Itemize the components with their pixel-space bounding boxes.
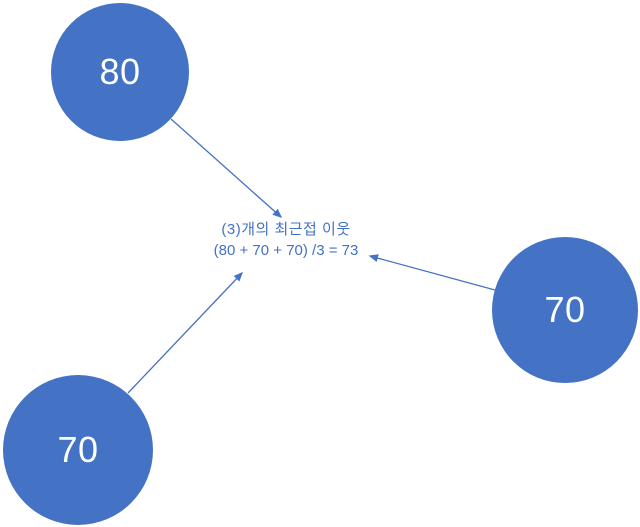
annotation-title: (3)개의 최근접 이웃 [221,221,351,238]
annotation-formula: (80 + 70 + 70) /3 = 73 [213,242,359,259]
arrow-from-top-left-node [170,118,283,218]
node-bottom-left-70: 70 [3,375,153,525]
node-value-label: 80 [99,51,141,92]
node-value-label: 70 [544,289,586,330]
node-value-label: 70 [57,429,99,470]
knn-annotation: (3)개의 최근접 이웃 (80 + 70 + 70) /3 = 73 [186,219,386,261]
node-top-left-80: 80 [51,3,189,141]
node-right-70: 70 [492,237,638,383]
arrow-from-right-node [368,254,496,291]
arrow-from-bottom-left-node [127,271,244,394]
